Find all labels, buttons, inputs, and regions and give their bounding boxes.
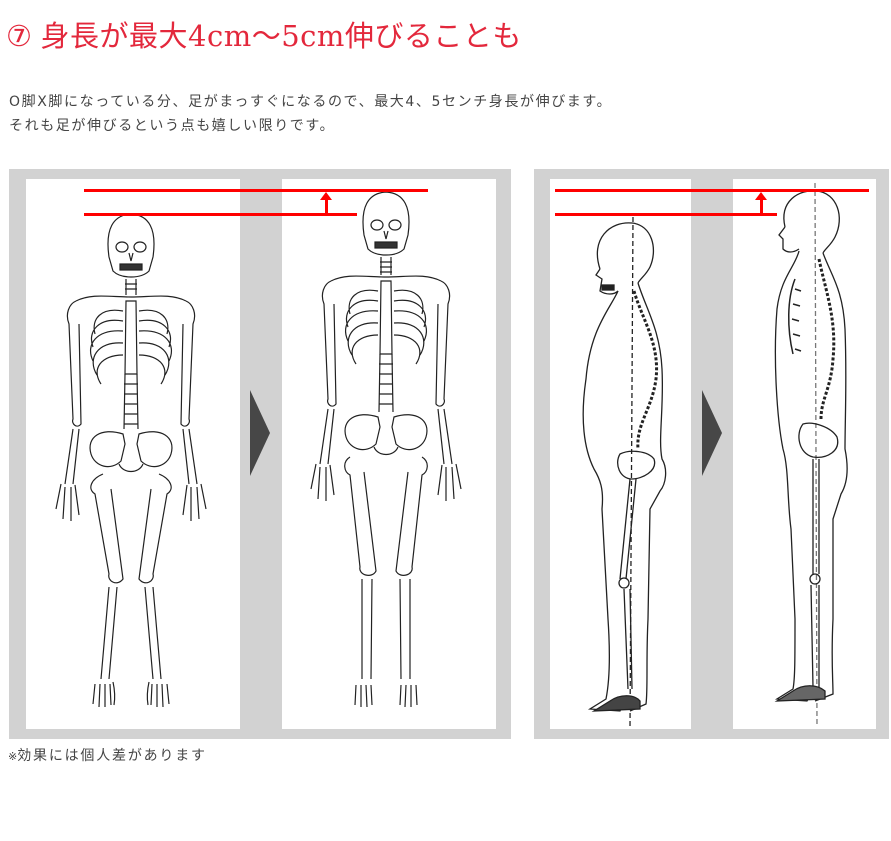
disclaimer-note: ※効果には個人差があります — [8, 745, 207, 768]
arrow-up-icon — [320, 192, 332, 200]
height-line-after — [84, 189, 428, 192]
triangle-right-icon — [702, 390, 722, 476]
description-line-1: O脚X脚になっている分、足がまっすぐになるので、最大4、5センチ身長が伸びます。 — [9, 94, 613, 110]
height-line-before — [555, 213, 777, 216]
height-line-after — [555, 189, 869, 192]
front-skeleton-after-illustration — [310, 191, 462, 708]
triangle-right-icon — [250, 390, 270, 476]
disclaimer-text: 効果には個人差があります — [17, 748, 207, 764]
front-skeleton-after-card — [282, 179, 496, 729]
arrow-up-icon — [755, 192, 767, 200]
height-increase-arrow-shaft — [325, 198, 328, 215]
side-skeleton-before-illustration — [582, 216, 667, 728]
side-skeleton-after-card — [733, 179, 876, 729]
height-increase-arrow-shaft — [760, 198, 763, 215]
side-view-panel — [534, 169, 889, 739]
front-skeleton-before-card — [26, 179, 240, 729]
side-skeleton-after-illustration — [774, 182, 848, 728]
description: O脚X脚になっている分、足がまっすぐになるので、最大4、5センチ身長が伸びます。… — [9, 90, 612, 138]
reference-mark-icon: ※ — [8, 750, 18, 763]
side-skeleton-before-card — [550, 179, 691, 729]
front-skeleton-before-illustration — [55, 213, 207, 708]
description-line-2: それも足が伸びるという点も嬉しい限りです。 — [9, 118, 336, 134]
front-view-panel — [9, 169, 511, 739]
height-line-before — [84, 213, 357, 216]
section-title: 身長が最大4cm〜5cm伸びることも — [40, 19, 522, 53]
section-number: ⑦ — [6, 19, 33, 53]
